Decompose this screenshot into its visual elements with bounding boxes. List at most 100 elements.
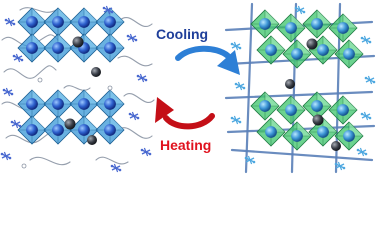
molecule-cluster — [363, 111, 369, 121]
diagram-canvas: Cooling Heating — [0, 2, 376, 174]
molecule-cluster-atom — [136, 74, 140, 78]
molecule-cluster-atom — [8, 156, 12, 160]
molecule-cluster-atom — [364, 152, 368, 156]
cooling-arrow — [175, 45, 240, 75]
molecule-cluster-atom — [234, 82, 238, 86]
molecule-cluster — [131, 111, 137, 121]
molecule-cluster-atom — [118, 168, 122, 172]
molecule-cluster — [233, 41, 239, 51]
metal-center — [265, 126, 277, 138]
molecule-cluster — [297, 5, 303, 15]
molecule-cluster-atom — [134, 38, 138, 42]
metal-center — [52, 16, 64, 28]
molecule-cluster-atom — [356, 148, 360, 152]
molecule-cluster-atom — [102, 6, 106, 10]
metal-center — [317, 126, 329, 138]
molecule-cluster-atom — [20, 58, 24, 62]
metal-center — [317, 44, 329, 56]
organic-cation — [312, 114, 324, 126]
organic-cation — [91, 67, 101, 77]
left-cations — [64, 36, 101, 145]
chain-strand — [3, 65, 57, 79]
molecule-cluster-atom — [334, 162, 338, 166]
metal-center — [291, 130, 303, 142]
molecule-cluster-atom — [140, 148, 144, 152]
molecule-cluster — [3, 151, 9, 161]
metal-center — [26, 16, 38, 28]
perovskite-transition-diagram — [0, 2, 376, 174]
metal-center — [259, 18, 271, 30]
molecule-cluster — [13, 119, 19, 129]
molecule-cluster — [139, 73, 145, 83]
chain-strand — [123, 93, 155, 103]
metal-center — [52, 124, 64, 136]
chain-strand — [63, 85, 91, 91]
organic-cation — [72, 36, 84, 48]
metal-center — [52, 42, 64, 54]
molecule-cluster-atom — [0, 152, 4, 156]
cooling-label: Cooling — [156, 26, 209, 42]
molecule-cluster — [105, 5, 111, 15]
molecule-cluster-atom — [368, 40, 372, 44]
chain-strand — [230, 148, 374, 162]
heating-label: Heating — [160, 137, 212, 153]
metal-center — [311, 100, 323, 112]
molecule-cluster — [247, 155, 253, 165]
molecule-cluster-atom — [10, 92, 14, 96]
molecule-cluster-atom — [372, 80, 376, 84]
molecule-cluster — [337, 161, 343, 171]
molecule-cluster-atom — [110, 10, 114, 14]
molecule-cluster — [367, 75, 373, 85]
organic-cation — [285, 79, 295, 89]
metal-center — [78, 124, 90, 136]
metal-center — [337, 104, 349, 116]
metal-center — [104, 124, 116, 136]
molecule-cluster-atom — [18, 124, 22, 128]
metal-center — [26, 42, 38, 54]
molecule-cluster — [129, 33, 135, 43]
right-molecular-clusters — [230, 5, 376, 171]
molecule-cluster-atom — [148, 152, 152, 156]
molecule-cluster-atom — [342, 166, 346, 170]
chain-strand — [95, 156, 129, 165]
chain-strand — [224, 90, 374, 100]
organic-cation — [64, 118, 76, 130]
free-ion — [37, 77, 43, 83]
molecule-cluster-atom — [238, 120, 242, 124]
molecule-cluster-atom — [230, 42, 234, 46]
heating-arrow — [155, 97, 215, 130]
molecule-cluster — [237, 81, 243, 91]
metal-center — [104, 98, 116, 110]
molecule-cluster-atom — [230, 116, 234, 120]
chain-strand — [244, 2, 254, 174]
molecule-cluster-atom — [302, 10, 306, 14]
molecule-cluster-atom — [238, 46, 242, 50]
molecule-cluster-atom — [136, 116, 140, 120]
molecule-cluster — [233, 115, 239, 125]
molecule-cluster — [5, 87, 11, 97]
metal-center — [78, 98, 90, 110]
molecule-cluster — [363, 35, 369, 45]
chain-strand — [119, 17, 153, 27]
molecule-cluster-atom — [364, 76, 368, 80]
left-disordered-chains — [1, 7, 155, 166]
molecule-cluster — [113, 163, 119, 173]
free-ion — [107, 85, 113, 91]
molecule-cluster-atom — [128, 112, 132, 116]
metal-center — [285, 22, 297, 34]
metal-center — [104, 16, 116, 28]
molecule-cluster-atom — [2, 88, 6, 92]
chain-strand — [19, 7, 57, 13]
organic-cation — [331, 141, 341, 151]
metal-center — [311, 18, 323, 30]
molecule-cluster-atom — [294, 6, 298, 10]
left-blue-octahedra-lattice — [17, 7, 125, 145]
molecule-cluster-atom — [244, 156, 248, 160]
organic-cation — [306, 38, 318, 50]
molecule-cluster-atom — [242, 86, 246, 90]
organic-cation — [87, 135, 97, 145]
chain-strand — [117, 55, 153, 67]
molecule-cluster-atom — [144, 78, 148, 82]
chain-strand — [29, 156, 71, 166]
molecule-cluster-atom — [10, 120, 14, 124]
